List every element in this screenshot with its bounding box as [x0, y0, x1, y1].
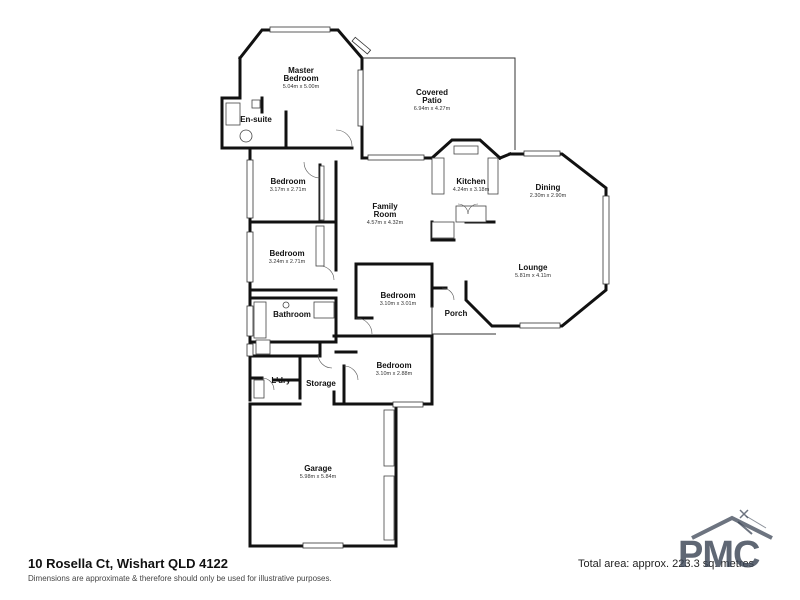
master-bedroom-dim: 5.04m x 5.00m — [283, 84, 320, 90]
bedroom-4-label: Bedroom — [380, 291, 415, 300]
bathroom-label: Bathroom — [273, 310, 311, 319]
bedroom-5-dim: 3.10m x 2.88m — [376, 371, 413, 377]
bedroom-3-dim: 3.24m x 2.71m — [269, 259, 306, 265]
property-address: 10 Rosella Ct, Wishart QLD 4122 — [28, 556, 229, 571]
bedroom-3-label: Bedroom — [269, 249, 304, 258]
family-room-dim: 4.57m x 4.32m — [367, 220, 404, 226]
lounge-label: Lounge — [519, 263, 548, 272]
disclaimer-text: Dimensions are approximate & therefore s… — [28, 574, 332, 583]
room-labels: Master Bedroom 5.04m x 5.00m En-suite Co… — [240, 66, 566, 480]
pmc-logo: PMC — [678, 506, 788, 576]
fixtures — [225, 99, 499, 399]
patio-label-2: Patio — [422, 96, 442, 105]
total-area: Total area: approx. 223.3 sq. metres — [578, 558, 755, 570]
patio-label-1: Covered — [416, 88, 448, 97]
windows — [246, 26, 610, 549]
laundry-label: L'dry — [271, 376, 291, 385]
storage-label: Storage — [306, 379, 336, 388]
porch-label: Porch — [445, 309, 468, 318]
house-roof-icon — [691, 509, 773, 540]
family-room-label-1: Family — [372, 202, 398, 211]
garage-door — [383, 409, 395, 541]
kitchen-label: Kitchen — [456, 177, 485, 186]
kitchen-dim: 4.24m x 3.18m — [453, 187, 490, 193]
lounge-dim: 5.81m x 4.11m — [515, 273, 551, 279]
ensuite-label: En-suite — [240, 115, 272, 124]
bedroom-5-label: Bedroom — [376, 361, 411, 370]
family-room-label-2: Room — [374, 210, 397, 219]
logo-text: PMC — [678, 534, 760, 576]
master-bedroom-label-2: Bedroom — [283, 74, 318, 83]
patio-dim: 6.94m x 4.27m — [414, 106, 451, 112]
dining-label: Dining — [536, 183, 561, 192]
dining-dim: 2.30m x 2.90m — [530, 193, 567, 199]
doors — [261, 129, 479, 391]
bedroom-4-dim: 3.10m x 3.01m — [380, 301, 417, 307]
bedroom-2-label: Bedroom — [270, 177, 305, 186]
master-bedroom-label-1: Master — [288, 66, 314, 75]
bedroom-2-dim: 3.17m x 2.71m — [270, 187, 307, 193]
garage-dim: 5.98m x 5.84m — [300, 474, 337, 480]
garage-label: Garage — [304, 464, 332, 473]
